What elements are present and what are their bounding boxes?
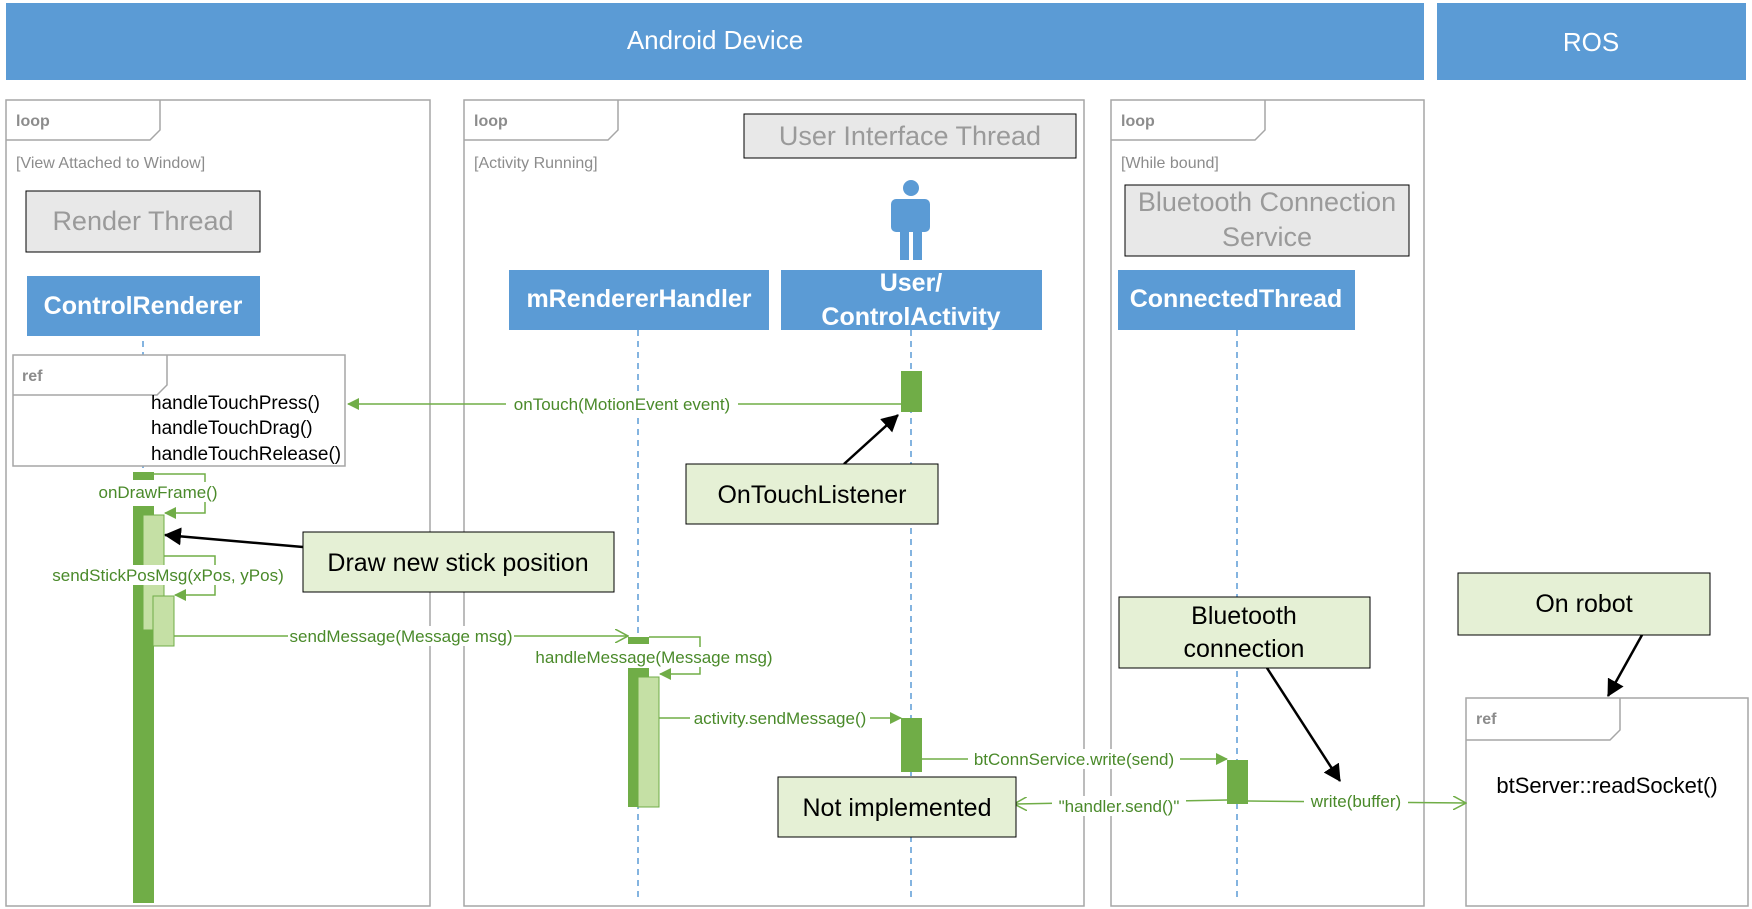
note-not-implemented: Not implemented [777, 776, 1017, 838]
ref-line: handleTouchPress() [151, 393, 320, 414]
loop-frame-bluetooth: loop [While bound] [1110, 99, 1425, 907]
draw-stick-pointer [164, 527, 304, 549]
loop-label: loop [474, 113, 508, 130]
note-text: Not implemented [803, 794, 992, 822]
activations [133, 371, 1248, 903]
bt-service-box: Bluetooth Connection Service [1124, 184, 1410, 257]
ui-thread-label: User Interface Thread [779, 121, 1041, 151]
note-bluetooth-connection: Bluetooth connection [1118, 596, 1371, 669]
android-device-header: Android Device [6, 3, 1424, 80]
message-labels: onTouch(MotionEvent event) onDrawFrame()… [52, 394, 1408, 816]
bt-service-label-line2: Service [1222, 222, 1312, 252]
renderer-handler-label: mRendererHandler [526, 285, 751, 313]
loop-label: loop [1121, 113, 1155, 130]
lifeline-connected-thread: ConnectedThread [1118, 270, 1355, 330]
write-buffer-label: write(buffer) [1310, 792, 1401, 811]
loop-guard: [Activity Running] [474, 155, 598, 172]
on-draw-frame-label: onDrawFrame() [98, 483, 217, 502]
send-stick-label: sendStickPosMsg(xPos, yPos) [52, 566, 283, 585]
lifeline-renderer-handler: mRendererHandler [509, 270, 769, 330]
note-on-robot: On robot [1457, 572, 1711, 636]
lifeline-control-activity: User/ ControlActivity [781, 269, 1042, 331]
ros-ref-text: btServer::readSocket() [1496, 773, 1717, 798]
ref-label: ref [1476, 711, 1497, 728]
loop-guard: [View Attached to Window] [16, 155, 205, 172]
activation-bar [628, 637, 649, 644]
bt-write-label: btConnService.write(send) [974, 750, 1174, 769]
note-text-line2: connection [1184, 635, 1305, 663]
ref-frame-ros: ref btServer::readSocket() [1465, 697, 1749, 907]
ui-thread-box: User Interface Thread [743, 113, 1077, 159]
activation-bar [1227, 760, 1248, 804]
on-touch-listener-pointer [843, 414, 899, 465]
ref-line: handleTouchDrag() [151, 418, 313, 439]
render-thread-label: Render Thread [52, 206, 233, 236]
activation-bar [637, 676, 660, 808]
activation-bar [152, 595, 175, 647]
android-device-title: Android Device [627, 25, 803, 55]
loop-label: loop [16, 113, 50, 130]
control-activity-label-line1: User/ [880, 269, 943, 297]
bt-connection-pointer [1265, 667, 1342, 782]
loop-frame-render: loop [View Attached to Window] [5, 99, 431, 907]
note-on-touch-listener: OnTouchListener [685, 463, 939, 525]
ref-label: ref [22, 368, 43, 385]
control-renderer-label: ControlRenderer [44, 292, 243, 320]
render-thread-box: Render Thread [25, 190, 261, 253]
note-text-line1: Bluetooth [1191, 602, 1297, 630]
activity-send-label: activity.sendMessage() [694, 709, 867, 728]
activation-bar [901, 371, 922, 412]
connected-thread-label: ConnectedThread [1130, 285, 1343, 313]
note-text: On robot [1535, 590, 1632, 618]
ros-header: ROS [1437, 3, 1746, 80]
note-draw-stick: Draw new stick position [302, 531, 615, 593]
note-pointers [164, 414, 1644, 782]
activation-bar [133, 472, 154, 480]
ref-frame-touch-handlers: ref handleTouchPress() handleTouchDrag()… [12, 354, 346, 467]
ref-line: handleTouchRelease() [151, 444, 341, 465]
lifeline-control-renderer: ControlRenderer [27, 276, 260, 336]
loop-guard: [While bound] [1121, 155, 1219, 172]
loop-frame-activity: loop [Activity Running] [463, 99, 1085, 907]
send-message-label: sendMessage(Message msg) [290, 627, 513, 646]
handle-message-label: handleMessage(Message msg) [535, 648, 772, 667]
note-text: OnTouchListener [717, 481, 906, 509]
bt-service-label-line1: Bluetooth Connection [1138, 187, 1396, 217]
activation-bar [901, 718, 922, 772]
note-text: Draw new stick position [327, 549, 588, 577]
ros-title: ROS [1563, 27, 1619, 57]
user-icon [891, 180, 930, 260]
on-robot-pointer [1606, 634, 1644, 697]
control-activity-label-line2: ControlActivity [821, 303, 1000, 331]
on-touch-label: onTouch(MotionEvent event) [514, 395, 730, 414]
handler-send-label: "handler.send()" [1059, 797, 1180, 816]
